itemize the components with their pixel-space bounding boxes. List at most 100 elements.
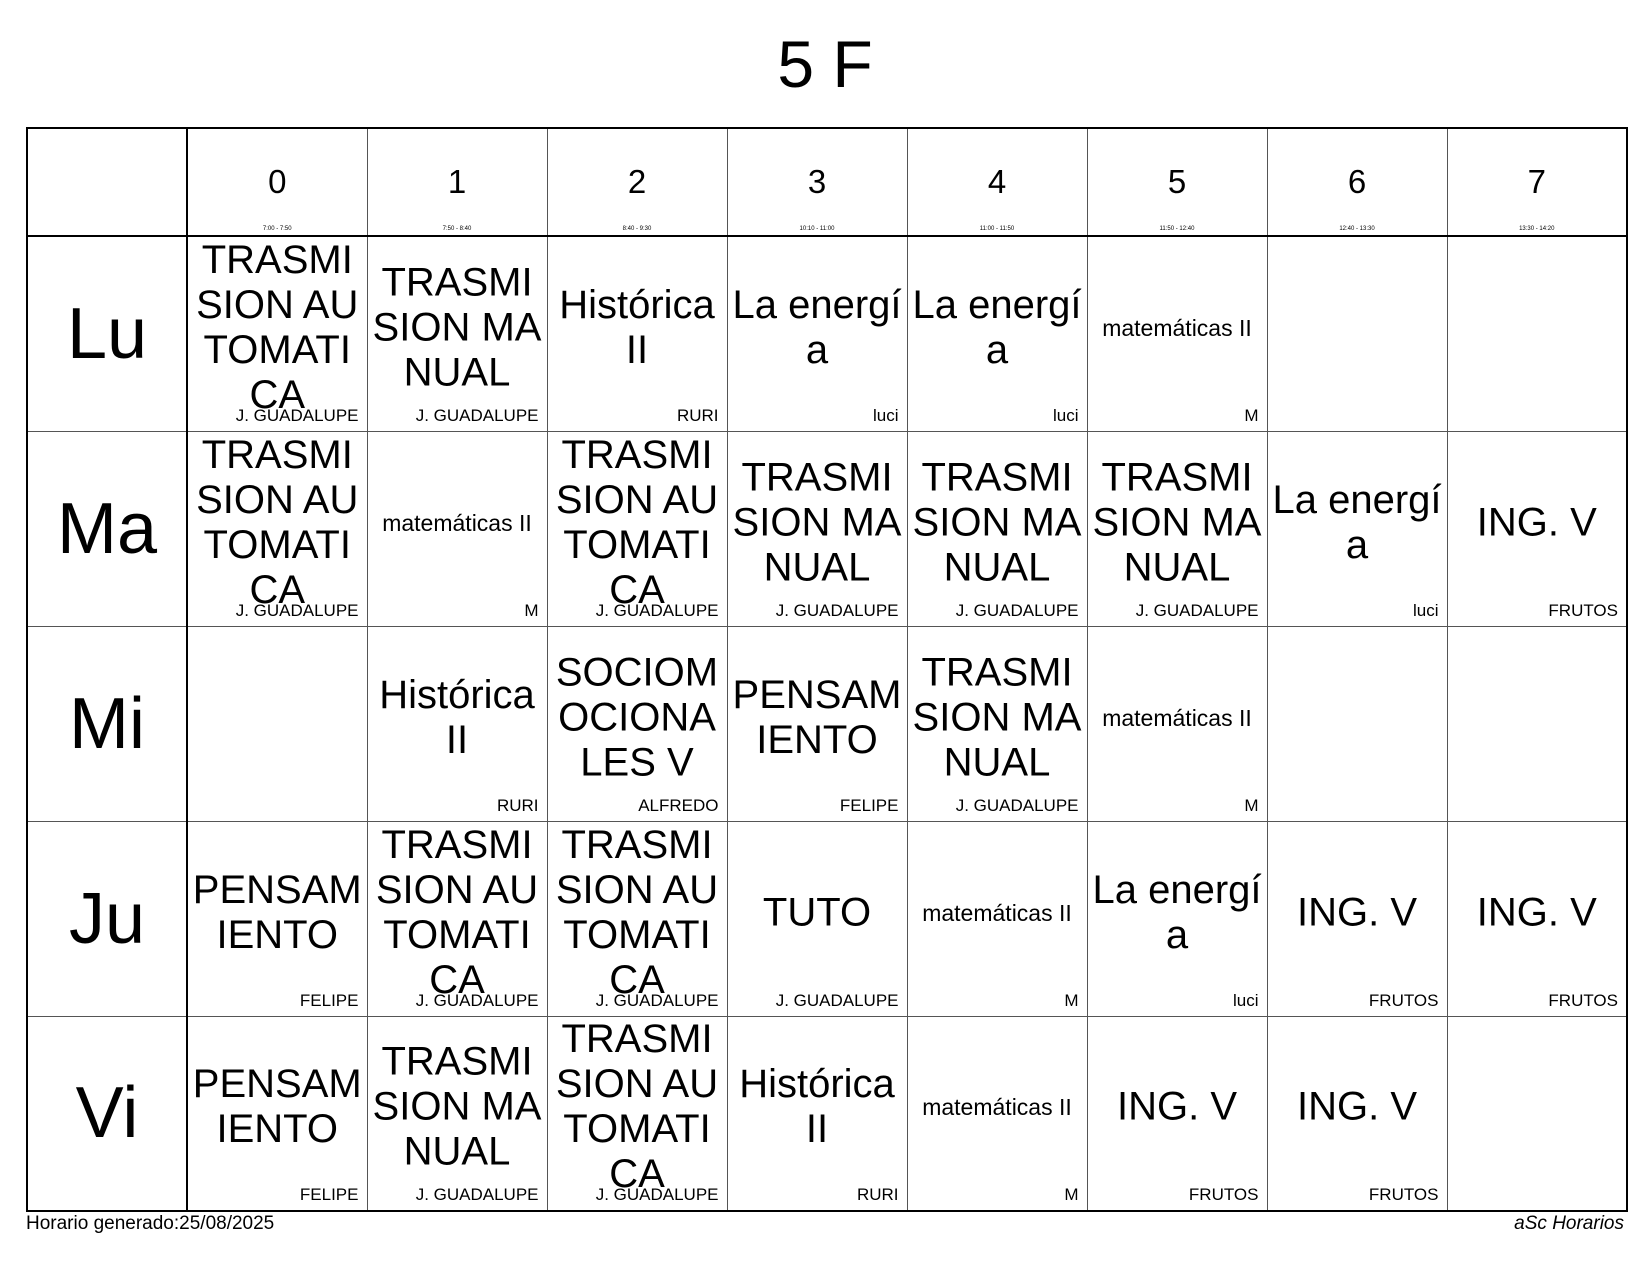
period-time: 10:10 - 11:00 xyxy=(799,226,835,232)
period-number: 3 xyxy=(807,163,827,200)
lesson-subject: TRASMISION MANUAL xyxy=(372,260,542,395)
lesson-teacher: RURI xyxy=(856,1185,899,1204)
lesson-subject: PENSAMIENTO xyxy=(192,867,362,957)
lesson-teacher: luci xyxy=(1052,405,1079,425)
lesson-teacher: FELIPE xyxy=(299,990,359,1010)
lesson-subject: La energía xyxy=(1092,867,1262,957)
lesson-teacher: M xyxy=(524,600,539,620)
lesson-subject: TRASMISION AUTOMATICA xyxy=(196,237,359,417)
period-time: 12:40 - 13:30 xyxy=(1339,226,1375,232)
lesson-teacher: J. GUADALUPE xyxy=(595,990,719,1010)
lesson-subject: SOCIOMOCIONALES V xyxy=(555,650,719,784)
lesson-subject: PENSAMIENTO xyxy=(192,1062,362,1152)
lesson-cell: Histórica II RURI xyxy=(366,625,548,822)
lesson-teacher: J. GUADALUPE xyxy=(415,990,539,1010)
period-header: 4 11:00 - 11:50 xyxy=(906,127,1088,237)
lesson-teacher: J. GUADALUPE xyxy=(775,600,899,620)
lesson-subject: La energía xyxy=(1272,477,1442,567)
lesson-teacher: FRUTOS xyxy=(1368,1185,1439,1204)
lesson-subject: Histórica II xyxy=(739,1062,895,1152)
page-title: 5 F xyxy=(777,27,873,101)
empty-cell xyxy=(186,625,368,822)
lesson-cell: La energía luci xyxy=(906,235,1088,432)
lesson-subject: matemáticas II xyxy=(382,509,532,536)
lesson-subject: matemáticas II xyxy=(1102,314,1252,341)
lesson-subject: La energía xyxy=(912,282,1082,372)
lesson-cell: Histórica II RURI xyxy=(726,1015,908,1212)
lesson-teacher: luci xyxy=(1412,600,1439,620)
lesson-subject: TRASMISION AUTOMATICA xyxy=(555,432,719,612)
lesson-cell: PENSAMIENTO FELIPE xyxy=(186,1015,368,1212)
lesson-teacher: RURI xyxy=(496,795,539,815)
lesson-teacher: J. GUADALUPE xyxy=(595,600,719,620)
period-time: 7:00 - 7:50 xyxy=(262,226,292,232)
lesson-subject: matemáticas II xyxy=(922,1094,1072,1121)
brand-label: aSc Horarios xyxy=(1514,1213,1624,1234)
lesson-subject: PENSAMIENTO xyxy=(732,672,902,762)
period-number: 0 xyxy=(268,163,287,200)
period-header: 0 7:00 - 7:50 xyxy=(186,127,368,237)
lesson-teacher: J. GUADALUPE xyxy=(955,600,1079,620)
lesson-cell: matemáticas II M xyxy=(366,430,548,627)
lesson-subject: TRASMISION MANUAL xyxy=(732,455,902,589)
lesson-subject: matemáticas II xyxy=(922,899,1072,926)
day-label: Mi xyxy=(26,625,188,822)
period-number: 7 xyxy=(1527,163,1546,200)
period-number: 4 xyxy=(987,163,1007,200)
lesson-teacher: M xyxy=(1064,990,1079,1010)
empty-cell xyxy=(1446,625,1628,822)
lesson-teacher: luci xyxy=(872,405,899,425)
empty-cell xyxy=(1446,235,1628,432)
lesson-subject: La energía xyxy=(732,282,902,372)
lesson-cell: La energía luci xyxy=(726,235,908,432)
lesson-teacher: J. GUADALUPE xyxy=(235,600,359,620)
period-time: 11:00 - 11:50 xyxy=(979,226,1015,232)
lesson-cell: matemáticas II M xyxy=(906,820,1088,1017)
empty-cell xyxy=(1266,235,1448,432)
lesson-teacher: FELIPE xyxy=(299,1185,359,1204)
period-time: 11:50 - 12:40 xyxy=(1159,226,1195,232)
lesson-subject: Histórica II xyxy=(379,672,535,762)
lesson-subject: Histórica II xyxy=(559,282,715,372)
lesson-teacher: FELIPE xyxy=(839,795,899,815)
lesson-subject: ING. V xyxy=(1116,1084,1238,1129)
lesson-subject: ING. V xyxy=(1476,500,1597,544)
period-time: 7:50 - 8:40 xyxy=(442,226,472,232)
lesson-cell: ING. V FRUTOS xyxy=(1446,430,1628,627)
lesson-subject: TRASMISION AUTOMATICA xyxy=(555,822,719,1002)
lesson-subject: TRASMISION MANUAL xyxy=(912,455,1082,589)
lesson-subject: TRASMISION AUTOMATICA xyxy=(555,1017,719,1197)
lesson-cell: PENSAMIENTO FELIPE xyxy=(726,625,908,822)
lesson-teacher: FRUTOS xyxy=(1548,600,1618,620)
lesson-teacher: J. GUADALUPE xyxy=(595,1185,719,1204)
lesson-teacher: J. GUADALUPE xyxy=(415,1185,539,1204)
period-header: 3 10:10 - 11:00 xyxy=(726,127,908,237)
